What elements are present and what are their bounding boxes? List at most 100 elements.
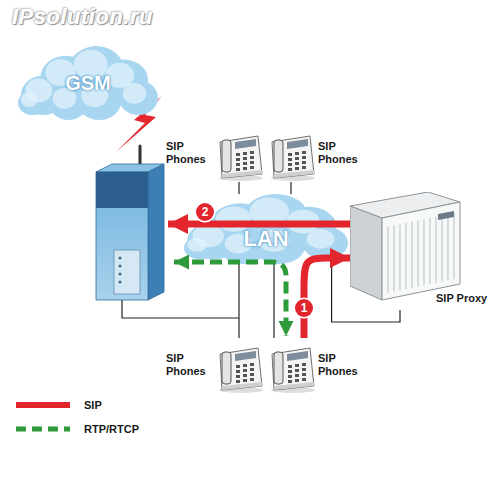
phone-key (250, 368, 254, 371)
cabinet-slot (448, 214, 449, 280)
legend-sample (14, 396, 72, 414)
network-name: LAN (243, 226, 288, 252)
cabinet-slot (442, 216, 443, 282)
cloud-highlight (307, 229, 335, 249)
gateway-panel (114, 250, 140, 294)
phone-key (288, 168, 292, 171)
phone-key (288, 158, 292, 161)
gateway-led (118, 264, 121, 267)
phone-key (236, 370, 240, 373)
legend-text: RTP/RTCP (84, 423, 139, 435)
phone-key (250, 151, 254, 154)
phone-key (250, 166, 254, 169)
legend-row: RTP/RTCP (14, 420, 139, 438)
cabinet-slot (424, 219, 425, 285)
cloud-highlight (21, 92, 38, 107)
cabinet-slot (400, 224, 401, 290)
node-text-box: SIP Proxy (436, 292, 487, 304)
phone-key (302, 166, 306, 169)
sip-proxy-server: SIP Proxy (350, 192, 496, 310)
legend-line (16, 427, 70, 432)
network-cable (238, 264, 239, 338)
cabinet-slot (412, 222, 413, 288)
phone-body (272, 348, 314, 390)
network-cable (273, 264, 274, 338)
phone-key (295, 157, 299, 160)
phone-key (302, 363, 306, 366)
phone-key (243, 162, 247, 165)
legend-sample (14, 420, 72, 438)
phone-key (250, 156, 254, 159)
sip-phone: SIP Phones (266, 126, 362, 182)
phone-handset (274, 352, 283, 384)
phone-icon (214, 338, 264, 394)
gateway-front (96, 172, 148, 300)
phone-key (295, 369, 299, 372)
phone-key (243, 374, 247, 377)
phone-key (295, 152, 299, 155)
rtp-media-arrow (174, 262, 286, 336)
node-text-box: SIP Phones (166, 140, 210, 166)
device-label: SIP Phones (318, 352, 362, 378)
phone-key (243, 167, 247, 170)
phone-key (236, 163, 240, 166)
cabinet-display (438, 211, 454, 220)
phone-key (243, 369, 247, 372)
phone-key (243, 364, 247, 367)
phone-key (288, 365, 292, 368)
cabinet-slot (436, 217, 437, 283)
network-cable (290, 182, 291, 194)
node-text-box: SIP Phones (318, 352, 362, 378)
device-label: SIP Phones (166, 352, 210, 378)
legend-text: SIP (84, 399, 102, 411)
phone-key (295, 364, 299, 367)
phone-key (243, 152, 247, 155)
phone-handset (274, 140, 283, 172)
cabinet-front (382, 202, 460, 300)
callout-number: 1 (295, 299, 313, 317)
phone-key (250, 363, 254, 366)
cabinet-slot (454, 213, 455, 279)
cabinet-slot (406, 223, 407, 289)
phone-key (302, 378, 306, 381)
phone-key (236, 168, 240, 171)
phone-key (236, 380, 240, 383)
phone-key (295, 162, 299, 165)
phone-key (236, 153, 240, 156)
phone-screen (287, 139, 308, 149)
phone-key (236, 365, 240, 368)
phone-key (302, 151, 306, 154)
legend-line (16, 402, 70, 408)
cabinet-slot (430, 218, 431, 284)
phone-key (288, 153, 292, 156)
gsm-cloud: GSM (18, 46, 158, 120)
phone-key (302, 156, 306, 159)
network-cable (238, 182, 239, 194)
phone-screen (235, 351, 256, 361)
phone-body (220, 136, 262, 178)
device-label: SIP Phones (166, 140, 210, 166)
phone-icon (266, 126, 316, 182)
cabinet-slot (394, 226, 395, 292)
device-label: SIP Proxy (436, 292, 487, 304)
phone-screen (287, 351, 308, 361)
node-text-box: SIP Phones (318, 140, 362, 166)
cloud-highlight (187, 238, 207, 252)
phone-key (236, 158, 240, 161)
phone-handset (222, 140, 231, 172)
phone-key (288, 370, 292, 373)
phone-key (295, 167, 299, 170)
phone-key (243, 379, 247, 382)
phone-key (295, 374, 299, 377)
phone-icon (214, 126, 264, 182)
gateway-brand-band (96, 172, 148, 208)
phone-icon (266, 338, 316, 394)
network-name: GSM (65, 72, 111, 95)
server-cabinet (350, 192, 462, 302)
sip-signal-arrow (304, 258, 350, 338)
gateway-cable (122, 300, 239, 318)
gateway-led (118, 272, 121, 275)
node-text-box: SIP Phones (166, 352, 210, 378)
